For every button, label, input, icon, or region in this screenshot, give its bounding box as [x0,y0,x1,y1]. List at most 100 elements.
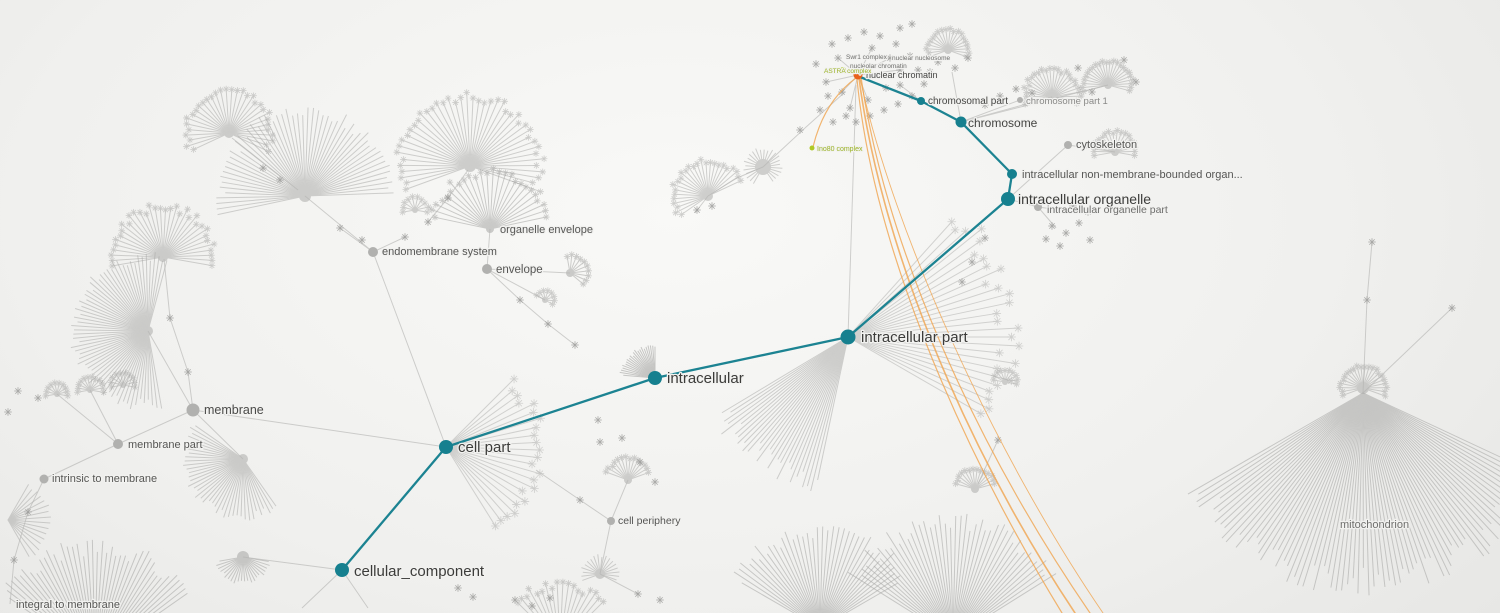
star-burst-icon [996,264,1006,274]
star-burst-icon [423,108,431,115]
star-burst-icon [1131,139,1138,147]
star-burst-icon [540,200,548,208]
graph-edges-gray [9,47,1453,609]
graph-node-cell-periphery[interactable] [607,517,615,525]
star-burst-icon [1346,367,1354,375]
star-burst-icon [711,160,719,167]
graph-node-chromosome[interactable] [955,116,967,128]
star-burst-icon [707,158,714,166]
node-label-membrane[interactable]: membrane [203,402,265,418]
star-burst-icon [618,434,626,442]
node-label-intracellular-organelle-part[interactable]: intracellular organelle part [1046,203,1169,217]
node-label-envelope[interactable]: envelope [495,263,544,277]
graph-node-cell-part[interactable] [439,440,453,454]
star-burst-icon [1374,370,1382,378]
node-label-astra-complex[interactable]: ASTRA complex [823,67,873,76]
graph-node-astra-complex[interactable] [840,67,846,73]
node-label-chromosome[interactable]: chromosome [967,115,1039,131]
star-burst-icon [4,408,12,416]
node-label-cytoskeleton[interactable]: cytoskeleton [1075,138,1139,152]
star-burst-icon [969,465,977,473]
star-burst-icon [513,391,522,401]
star-burst-icon [1028,89,1036,97]
node-label-membrane-part[interactable]: membrane part [127,438,204,452]
node-label-swr1-complex[interactable]: Swr1 complex [845,53,889,62]
graph-node-intracellular-organelle-part[interactable] [1034,203,1042,211]
graph-node-membrane-part[interactable] [113,439,123,449]
fan-cluster [733,526,901,613]
graph-node-endomembrane-system[interactable] [368,247,378,257]
star-burst-icon [860,28,868,36]
node-label-cell-part[interactable]: cell part [457,438,513,457]
fan-cluster [399,193,432,216]
star-burst-icon [529,179,537,187]
graph-node-intracellular[interactable] [648,371,662,385]
star-burst-icon [582,276,590,284]
graph-node-membrane[interactable] [186,403,200,417]
star-burst-icon [182,131,190,139]
star-burst-icon [550,293,558,300]
fan-cluster [563,251,593,288]
graph-node-chromosome-part-1[interactable] [1017,97,1023,103]
node-label-cellular-component[interactable]: cellular_component [353,562,486,581]
node-label-integral-to-membrane[interactable]: integral to membrane [15,598,121,612]
star-burst-icon [922,45,930,53]
star-burst-icon [824,92,832,100]
star-burst-icon [1126,68,1133,76]
graph-node-chromosomal-part[interactable] [917,97,925,105]
star-burst-icon [1069,202,1077,210]
graph-node-nuclear-chromatin[interactable] [853,70,863,80]
star-burst-icon [494,96,502,104]
star-burst-icon [1114,58,1122,66]
node-label-cell-periphery[interactable]: cell periphery [617,514,683,528]
star-burst-icon [88,373,96,380]
star-burst-icon [1072,81,1080,89]
node-label-intrinsic-to-membrane[interactable]: intrinsic to membrane [51,472,159,486]
star-burst-icon [508,170,516,178]
node-label-mitochondrion[interactable]: mitochondrion [1339,518,1410,532]
node-label-intracellular-part[interactable]: intracellular part [860,328,970,347]
node-label-chromosomal-part[interactable]: chromosomal part [927,95,1010,108]
star-burst-icon [118,227,126,235]
star-burst-icon [490,521,500,531]
star-burst-icon [522,183,530,191]
star-burst-icon [1091,61,1099,69]
fan-cluster [669,155,745,219]
star-burst-icon [431,213,439,221]
node-label-endomembrane-system[interactable]: endomembrane system [381,245,498,259]
star-burst-icon [955,27,962,35]
node-label-ino80-complex[interactable]: Ino80 complex [816,145,864,154]
node-label-organelle-envelope[interactable]: organelle envelope [499,223,594,237]
node-label-nuclear-nucleosome[interactable]: nuclear nucleosome [891,54,952,63]
node-label-nucleolar-chromatin[interactable]: nucleolar chromatin [849,62,909,71]
graph-node-intracellular-organelle[interactable] [1001,192,1015,206]
star-burst-icon [1007,332,1016,342]
graph-node-intracellular-non-membrane-bounded-organelle[interactable] [1007,169,1017,179]
star-burst-icon [438,197,446,205]
node-label-intracellular[interactable]: intracellular [666,369,745,388]
star-burst-icon [51,379,59,387]
star-burst-icon [210,240,218,248]
star-burst-icon [1448,304,1456,312]
star-burst-icon [592,589,600,596]
graph-node-cellular-component[interactable] [335,563,349,577]
node-label-nuclear-chromatin[interactable]: nuclear chromatin [865,69,939,81]
node-label-chromosome-part-1[interactable]: chromosome part 1 [1025,95,1109,108]
graph-node-intracellular-part[interactable] [840,329,856,345]
star-burst-icon [125,212,133,219]
star-burst-icon [1102,59,1110,67]
star-burst-icon [993,283,1003,293]
star-burst-icon [511,596,519,604]
graph-node-cytoskeleton[interactable] [1064,141,1072,149]
node-label-intracellular-non-membrane-bounded-organelle[interactable]: intracellular non-membrane-bounded organ… [1021,168,1244,182]
graph-node-envelope[interactable] [482,264,492,274]
star-burst-icon [645,469,652,476]
graph-node-intrinsic-to-membrane[interactable] [39,474,49,484]
node-label-intracellular-organelle[interactable]: intracellular organelle [1017,190,1153,208]
fan-cluster [1187,392,1500,596]
graph-node-ino80-complex[interactable] [809,145,815,151]
star-burst-icon [1001,367,1009,374]
star-burst-icon [1011,359,1020,368]
